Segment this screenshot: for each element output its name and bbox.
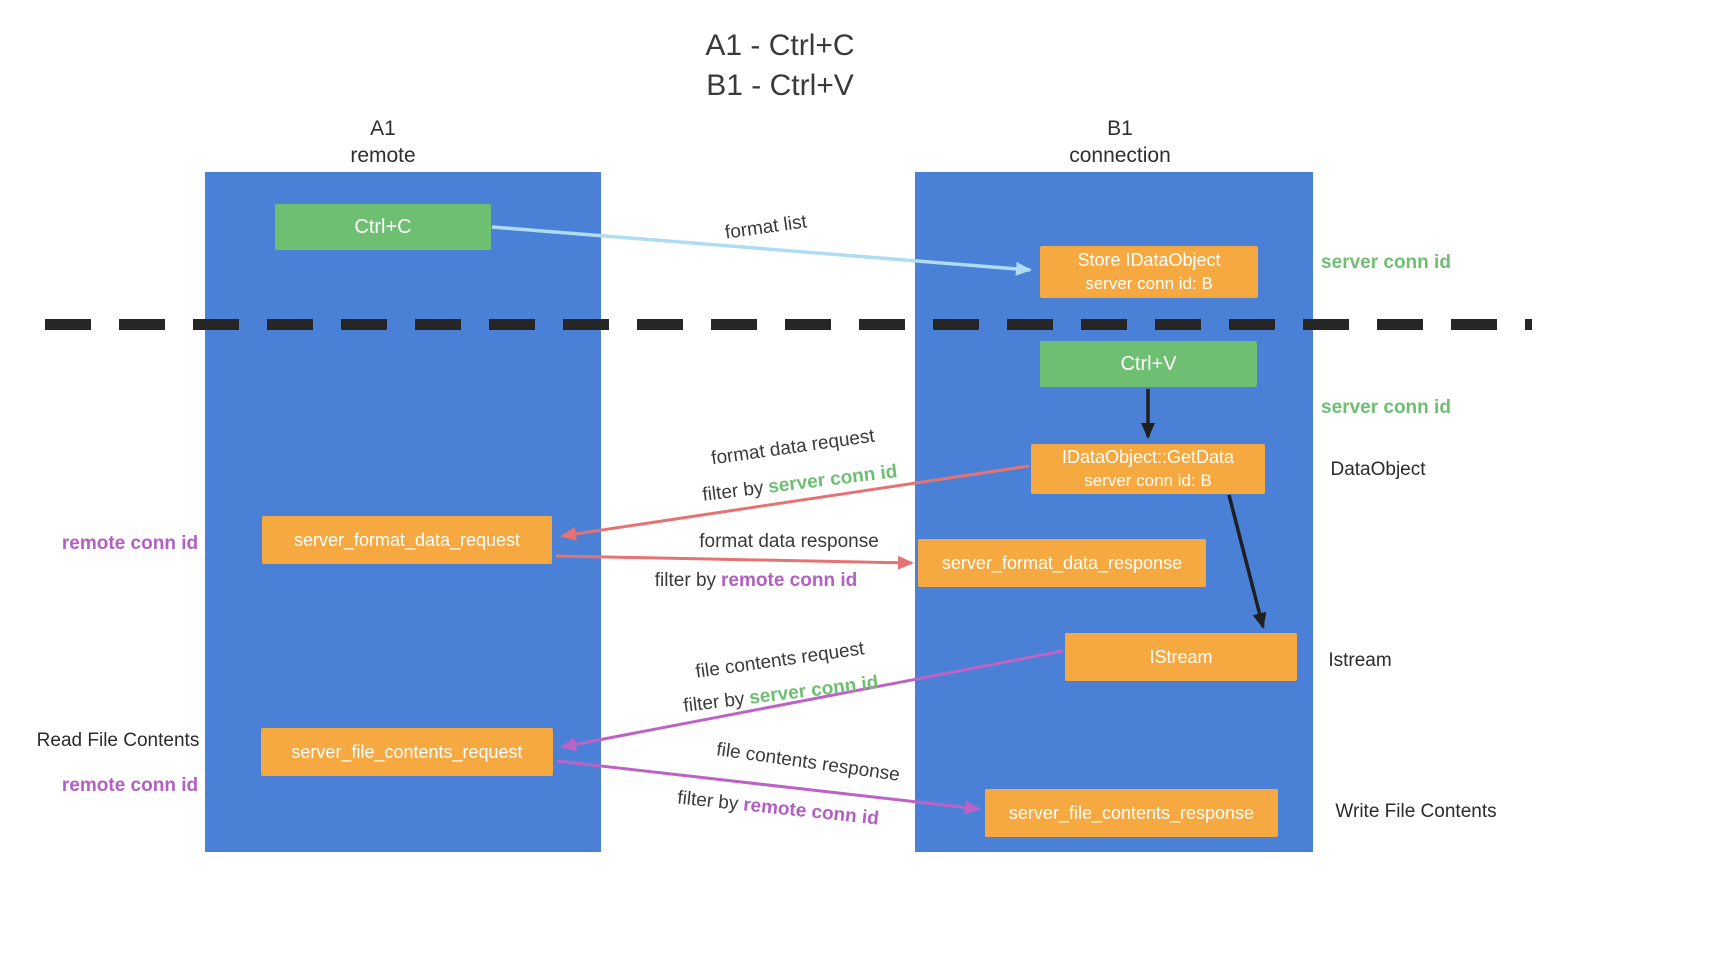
annotation-dataobject: DataObject [1330, 459, 1426, 480]
node-getdata-line2: server conn id: B [1084, 471, 1212, 490]
node-store-line2: server conn id: B [1085, 274, 1213, 293]
title-line-2: B1 - Ctrl+V [706, 69, 854, 102]
lane-b1-type: connection [1069, 144, 1171, 167]
filter-key-server-conn-id: server conn id [767, 461, 899, 498]
filter-key-remote-conn-id: remote conn id [721, 570, 858, 591]
edge-label-format-data-response: format data response [699, 531, 879, 552]
node-istream: IStream [1065, 633, 1297, 681]
annotation-remote-conn-id-file: remote conn id [61, 775, 199, 796]
edge-label-format-list: format list [723, 211, 809, 244]
node-store-line1: Store IDataObject [1077, 250, 1221, 270]
node-ctrl-v-label: Ctrl+V [1120, 352, 1177, 375]
lane-header-a1: A1 remote [350, 115, 415, 169]
node-server-file-contents-response-label: server_file_contents_response [1008, 802, 1255, 823]
node-server-format-data-request-label: server_format_data_request [293, 529, 521, 550]
edge-label-file-contents-response: file contents response [715, 739, 902, 786]
node-ctrl-v: Ctrl+V [1040, 341, 1257, 387]
node-server-file-contents-response: server_file_contents_response [985, 789, 1278, 837]
node-server-file-contents-request-label: server_file_contents_request [291, 741, 523, 762]
annotation-server-conn-id-paste: server conn id [1321, 397, 1451, 418]
node-ctrl-c: Ctrl+C [275, 204, 491, 250]
node-istream-label: IStream [1149, 646, 1213, 667]
node-getdata: IDataObject::GetData server conn id: B [1031, 444, 1265, 494]
arrow-format-data-response [555, 554, 914, 570]
lane-a1-type: remote [350, 144, 416, 167]
filter-prefix: filter by [654, 570, 717, 591]
title-line-1: A1 - Ctrl+C [705, 29, 855, 62]
annotation-server-conn-id-store: server conn id [1321, 252, 1451, 273]
node-server-file-contents-request: server_file_contents_request [261, 728, 553, 776]
filter-key-remote-conn-id: remote conn id [742, 794, 880, 830]
annotation-read-file-contents: Read File Contents [36, 730, 200, 751]
node-store-idataobject: Store IDataObject server conn id: B [1040, 246, 1258, 298]
annotation-write-file-contents: Write File Contents [1335, 801, 1497, 822]
lane-header-b1: B1 connection [1069, 115, 1171, 169]
filter-key-server-conn-id: server conn id [748, 672, 880, 709]
node-getdata-line1: IDataObject::GetData [1061, 447, 1235, 467]
phase-divider-dashed-line [45, 319, 1532, 330]
filter-prefix: filter by [701, 477, 765, 506]
lane-a1-name: A1 [370, 117, 396, 140]
annotation-remote-conn-id-format: remote conn id [61, 533, 199, 554]
lane-b1-name: B1 [1107, 117, 1133, 140]
node-ctrl-c-label: Ctrl+C [354, 215, 412, 238]
diagram-title: A1 - Ctrl+C B1 - Ctrl+V [705, 26, 854, 106]
filter-prefix: filter by [682, 688, 746, 717]
edge-label-format-data-request: format data request [709, 425, 876, 470]
node-server-format-data-request: server_format_data_request [262, 516, 552, 564]
filter-prefix: filter by [676, 787, 740, 815]
annotation-istream: Istream [1328, 650, 1392, 671]
node-server-format-data-response-label: server_format_data_response [941, 552, 1183, 573]
node-server-format-data-response: server_format_data_response [918, 539, 1206, 587]
